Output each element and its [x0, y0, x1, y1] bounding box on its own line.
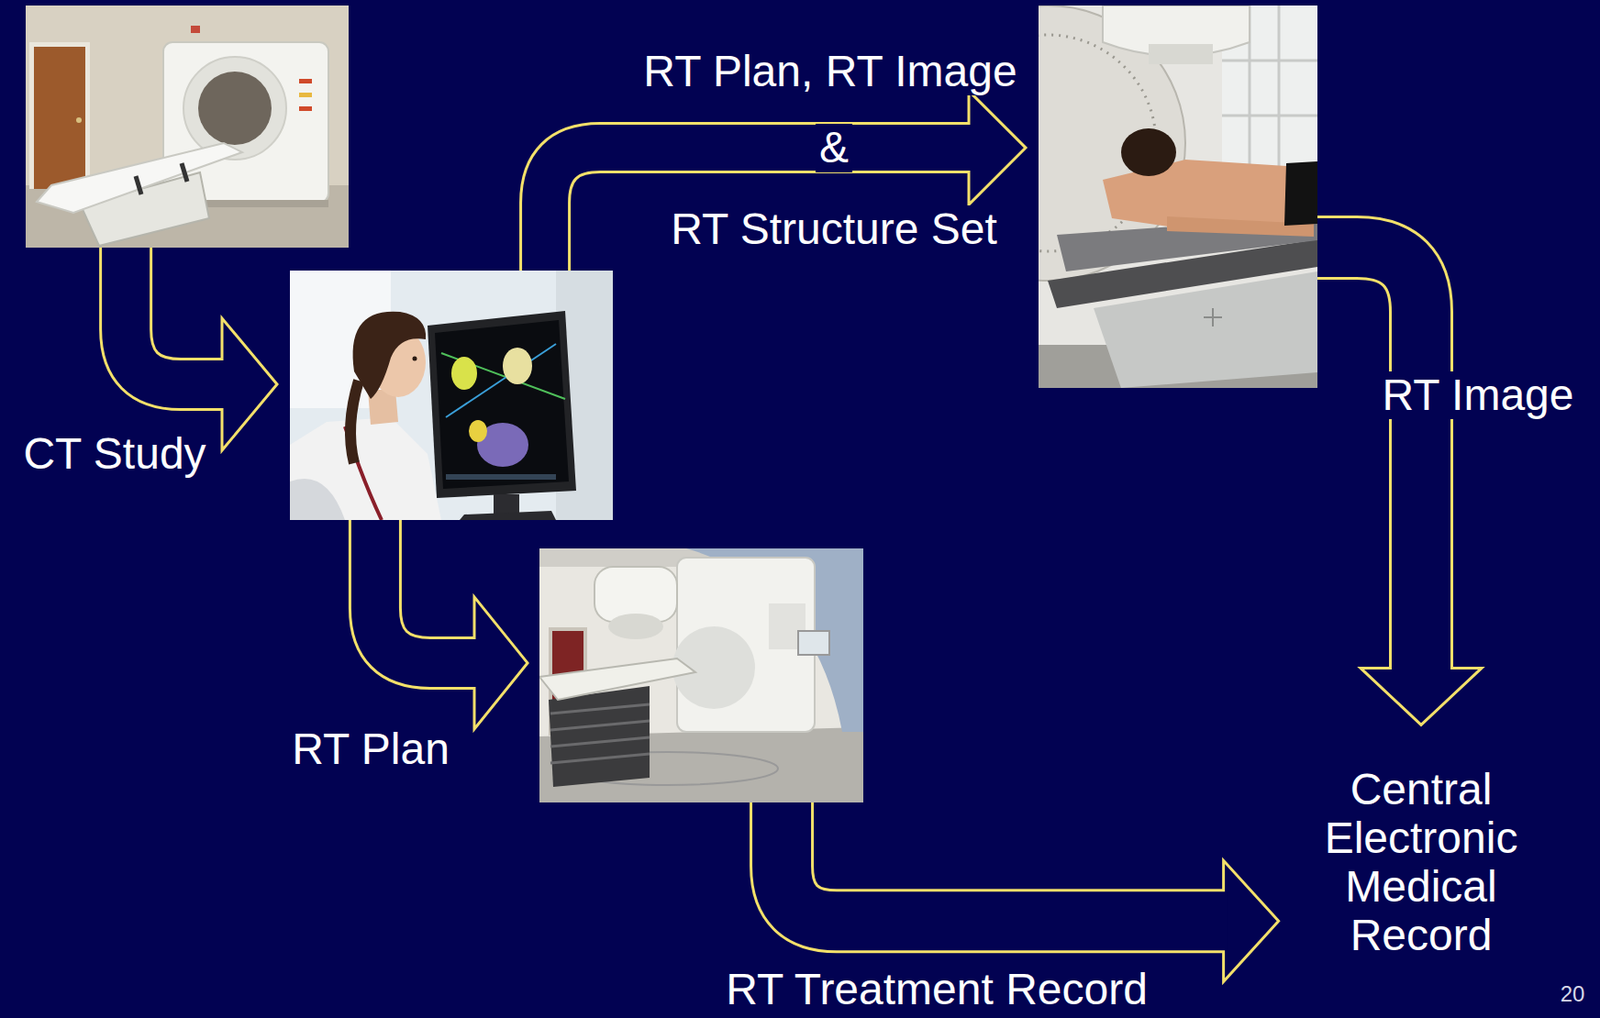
photo-detail: [445, 474, 556, 480]
photo-detail: [468, 420, 488, 443]
photo-detail: [299, 92, 312, 98]
photo-detail: [1056, 216, 1318, 272]
photo-detail: [459, 511, 556, 521]
hollow-arrow: [781, 802, 1279, 982]
photo-detail: [76, 117, 82, 123]
photo-detail: [608, 613, 664, 640]
arrow-outline: [781, 802, 1228, 922]
photo-detail: [25, 5, 349, 248]
photo-detail: [493, 494, 520, 515]
flow-label: &: [815, 123, 853, 173]
photo-detail: [353, 311, 427, 400]
arrow-head: [1360, 667, 1482, 725]
photo-detail: [798, 631, 830, 656]
photo-detail: [1211, 308, 1214, 327]
photo-detail: [539, 548, 864, 803]
arrow-outline: [1317, 247, 1422, 672]
photo-detail: [412, 356, 418, 362]
photo-detail: [539, 658, 696, 700]
photo-detail: [33, 46, 86, 189]
planning-workstation-photo: [289, 270, 613, 521]
treatment-couch-node: [1038, 5, 1318, 389]
linear-accelerator-photo: [539, 548, 864, 803]
edge-label: RT Image: [1378, 371, 1578, 421]
photo-detail: [29, 42, 90, 189]
photo-detail: [289, 478, 345, 521]
hollow-arrow: [125, 247, 278, 451]
slide-number: 20: [1556, 982, 1589, 1007]
photo-detail: [550, 704, 650, 714]
photo-detail: [502, 347, 533, 385]
photo-detail: [36, 143, 243, 213]
photo-detail: [434, 320, 569, 489]
photo-detail: [181, 163, 188, 182]
photo-detail: [289, 417, 442, 521]
arrow-head: [1223, 860, 1279, 982]
photo-detail: [1121, 128, 1177, 177]
photo-detail: [550, 721, 650, 731]
photo-detail: [1222, 59, 1318, 63]
photo-detail: [441, 353, 566, 400]
photo-detail: [135, 176, 142, 195]
arrow-outline: [125, 247, 226, 385]
photo-detail: [190, 25, 200, 34]
flow-label: RT Structure Set: [666, 205, 1001, 255]
arrow-hollow: [125, 247, 226, 385]
photo-detail: [198, 71, 272, 145]
ct-scanner-photo: [25, 5, 349, 248]
photo-detail: [1148, 44, 1213, 65]
photo-detail: [183, 56, 287, 160]
photo-detail: [451, 356, 478, 390]
photo-detail: [1284, 161, 1318, 226]
edge-label: CT Study: [19, 430, 210, 479]
planning-workstation-node: [289, 270, 613, 521]
arrow-head: [222, 318, 278, 451]
photo-detail: [350, 380, 359, 464]
photo-detail: [289, 270, 613, 521]
photo-detail: [1277, 5, 1281, 189]
photo-detail: [299, 106, 312, 112]
photo-detail: [548, 686, 650, 788]
photo-detail: [445, 344, 556, 418]
photo-detail: [163, 42, 329, 203]
arrow-outline: [375, 520, 478, 664]
arrow-hollow: [1317, 247, 1422, 672]
edge-label: RT Plan, RT Image: [639, 47, 1021, 97]
hollow-arrow: [375, 520, 528, 730]
photo-detail: [550, 754, 650, 764]
edge-label: RT Plan: [288, 725, 454, 775]
photo-detail: [550, 737, 650, 747]
photo-detail: [299, 78, 312, 84]
ct-scanner-node: [25, 5, 349, 248]
linear-accelerator-node: [539, 548, 864, 803]
record-store-node: Central Electronic Medical Record: [1324, 766, 1519, 960]
hollow-arrow: [544, 90, 1026, 271]
arrow-head: [968, 90, 1026, 205]
hollow-arrow: [1317, 247, 1482, 725]
arrow-hollow: [375, 520, 478, 664]
arrow-head: [474, 597, 528, 730]
node-text: Central Electronic Medical Record: [1324, 766, 1519, 960]
photo-detail: [427, 311, 577, 499]
edge-label: RT Treatment Record: [722, 966, 1152, 1015]
photo-detail: [1222, 114, 1318, 118]
arrow-hollow: [781, 802, 1228, 922]
